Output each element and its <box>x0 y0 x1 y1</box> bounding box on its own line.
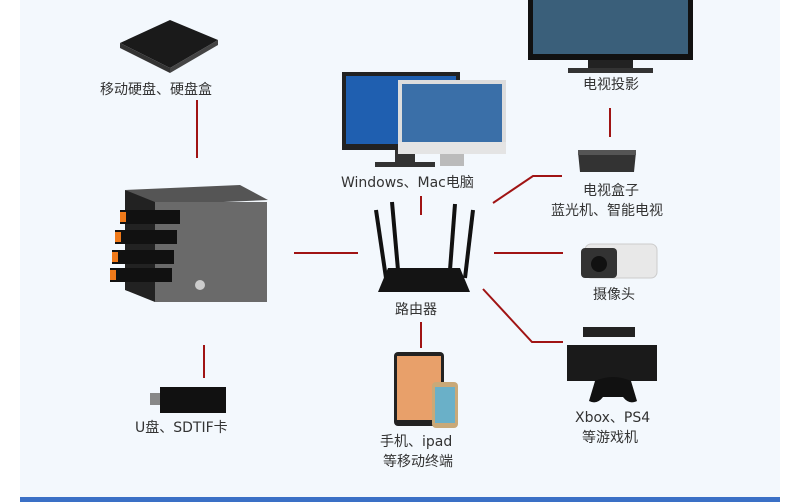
label-mobile-2: 等移动终端 <box>383 454 453 470</box>
tv-box-icon <box>578 150 636 172</box>
label-pc: Windows、Mac电脑 <box>341 175 474 191</box>
nas-enclosure-icon <box>110 185 268 302</box>
router-icon <box>374 201 475 292</box>
security-camera-icon <box>581 243 658 279</box>
label-camera: 摄像头 <box>593 287 635 303</box>
label-hdd: 移动硬盘、硬盘盒 <box>100 82 212 98</box>
bottom-accent-bar <box>20 497 780 502</box>
computer-icon <box>342 72 506 167</box>
label-tvbox-2: 蓝光机、智能电视 <box>551 203 663 219</box>
tv-icon <box>528 0 693 73</box>
game-console-icon <box>567 327 657 403</box>
label-tvbox-1: 电视盒子 <box>583 183 639 199</box>
label-usb: U盘、SDTIF卡 <box>135 420 228 436</box>
label-console-2: 等游戏机 <box>582 430 638 446</box>
label-console-1: Xbox、PS4 <box>575 410 651 426</box>
usb-drive-icon <box>150 387 226 413</box>
line-console <box>482 288 563 343</box>
label-router: 路由器 <box>395 302 437 318</box>
line-tvbox <box>492 175 562 204</box>
mobile-devices-icon <box>394 352 458 428</box>
label-tv: 电视投影 <box>583 77 639 93</box>
portable-hdd-icon <box>120 20 218 73</box>
label-mobile-1: 手机、ipad <box>380 434 453 450</box>
